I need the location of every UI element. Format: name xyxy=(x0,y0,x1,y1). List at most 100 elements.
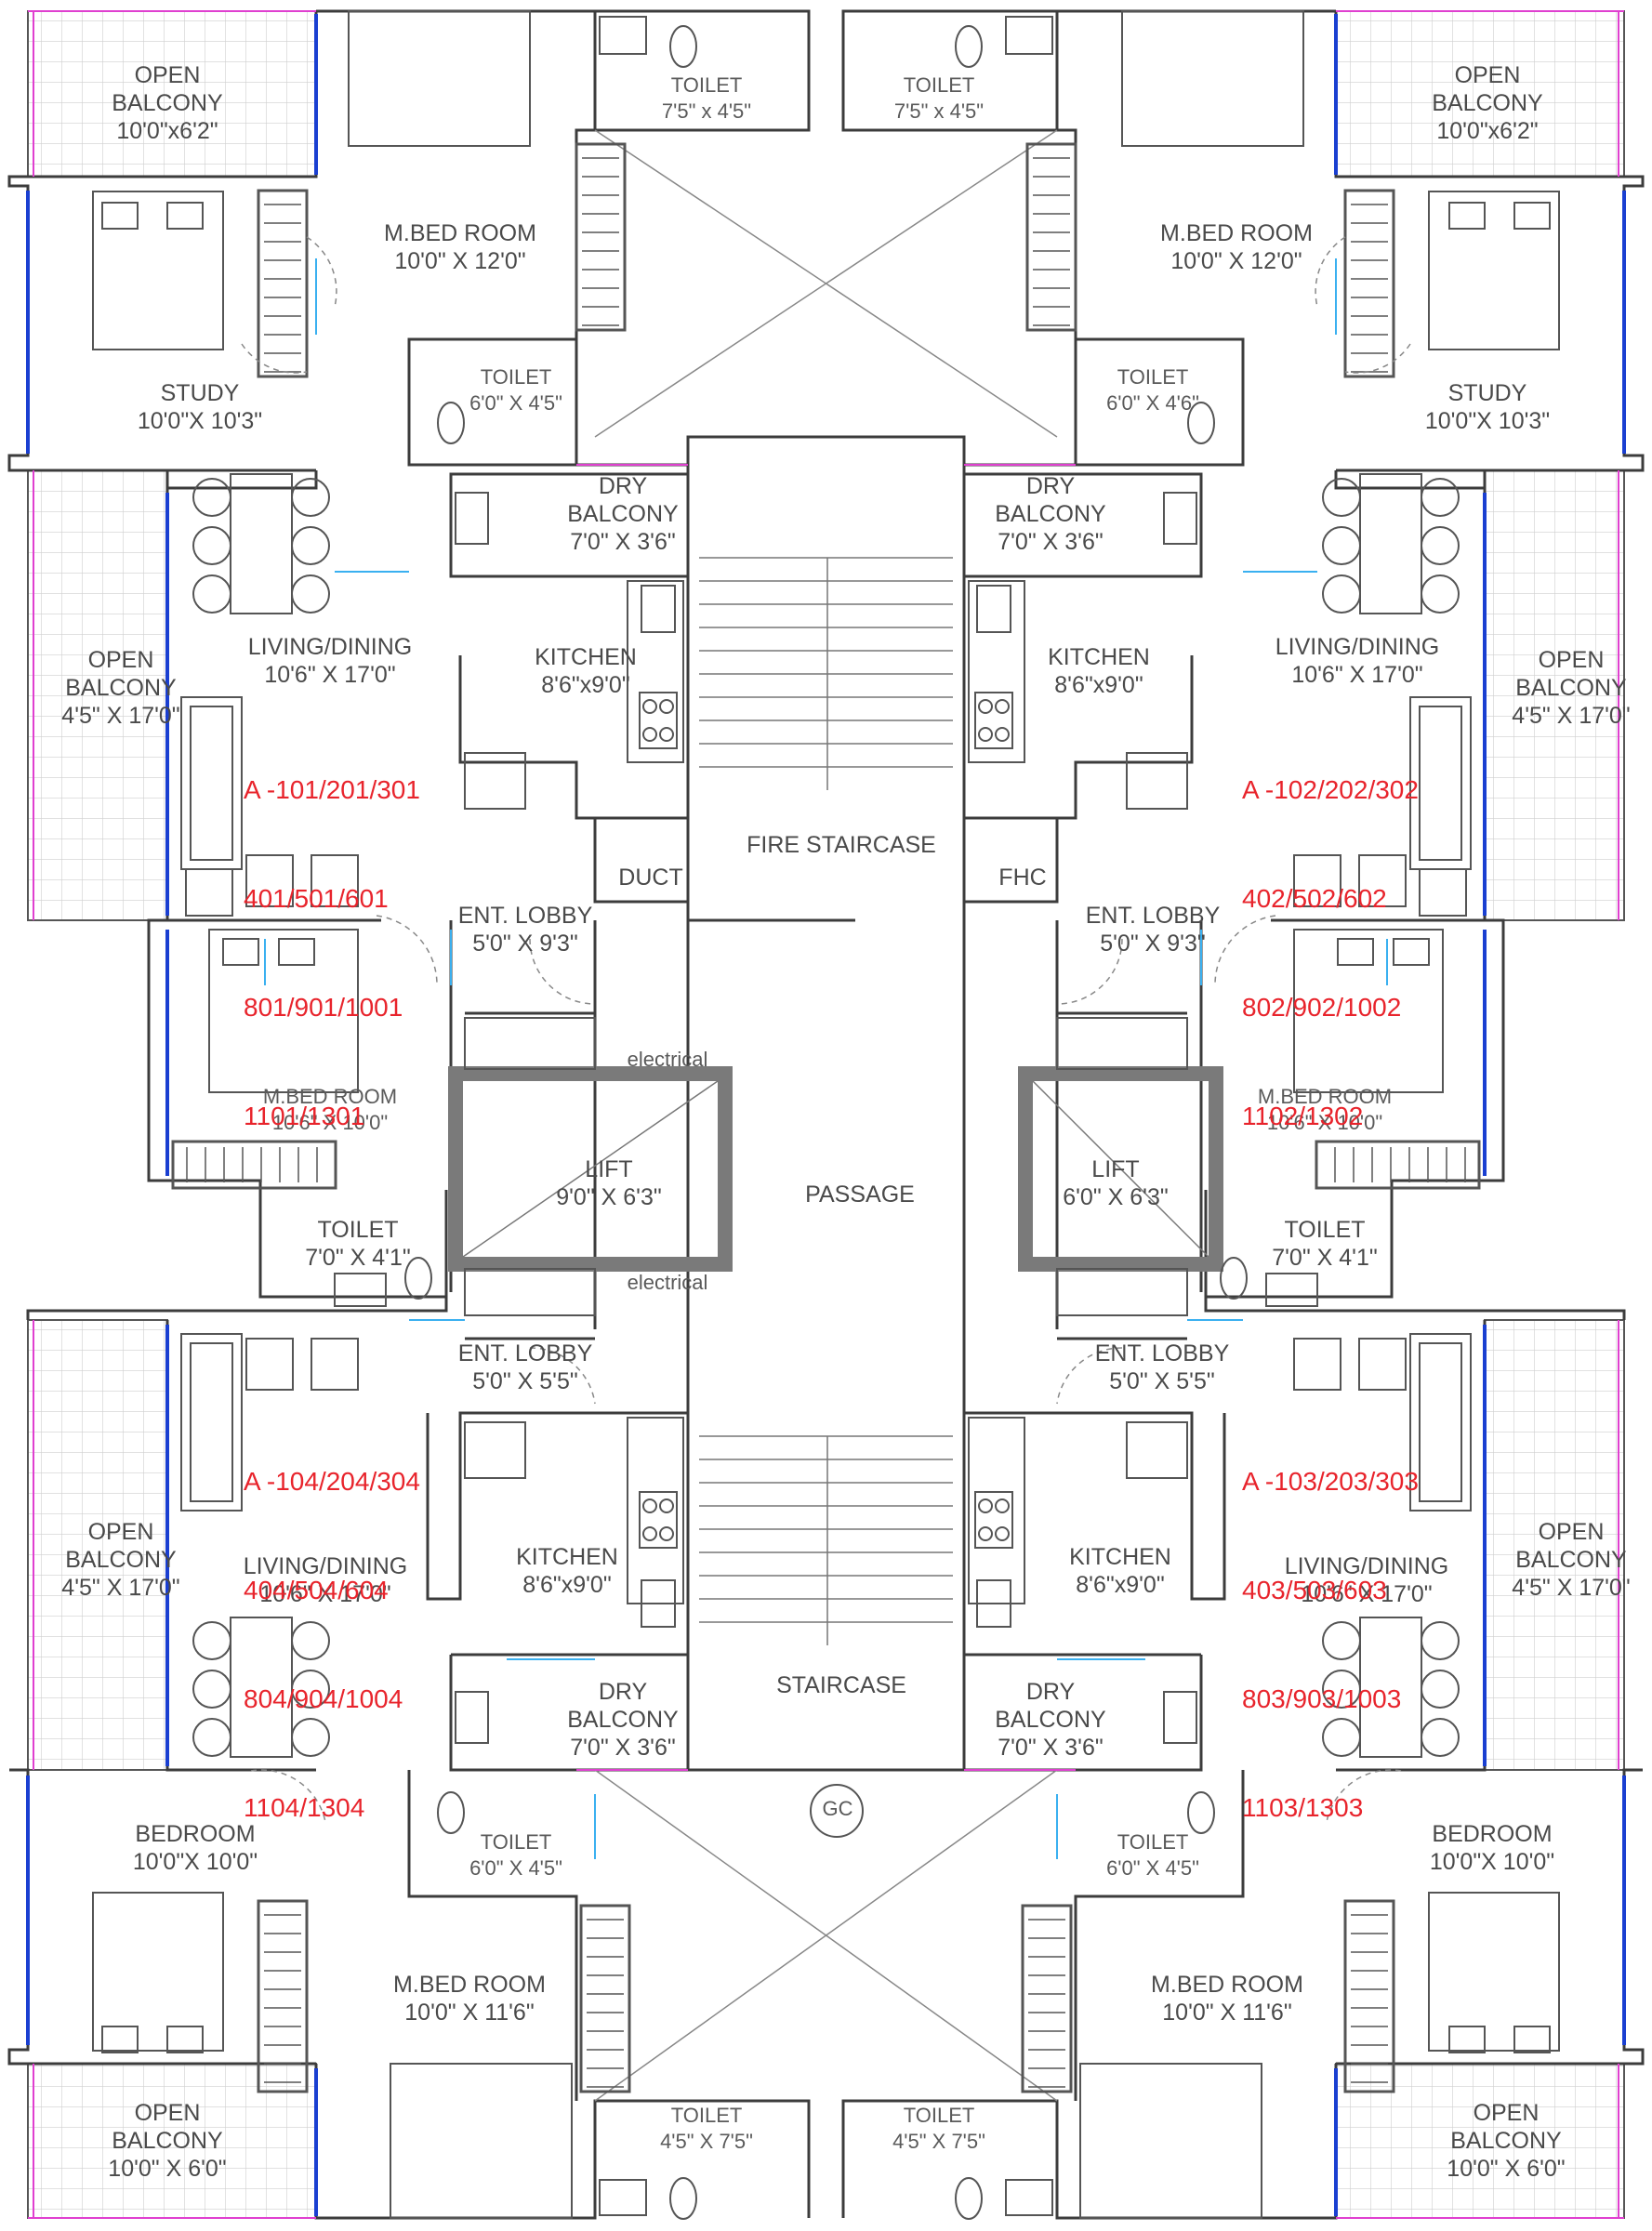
burner xyxy=(978,1498,993,1513)
balcony-tile-floor xyxy=(27,10,317,178)
dining-chair xyxy=(291,1718,330,1757)
kitchen-bottom-right: KITCHEN 8'6"x9'0" xyxy=(1069,1544,1171,1598)
toilet-bowl xyxy=(1187,402,1215,444)
toilet-mid-bottom-left: TOILET 6'0" X 4'5" xyxy=(469,1830,562,1880)
dining-chair xyxy=(1421,1670,1460,1709)
dining-chair xyxy=(192,478,231,517)
kitchen-wall xyxy=(426,1411,688,1601)
bed xyxy=(92,1892,224,2052)
dining-chair xyxy=(1421,574,1460,614)
study-left: STUDY 10'0"X 10'3" xyxy=(137,380,263,434)
door-swing xyxy=(1344,343,1411,374)
door-swing xyxy=(1214,915,1276,986)
open-balcony-top-left: OPEN BALCONY 10'0"x6'2" xyxy=(112,62,223,144)
wardrobe xyxy=(1021,1904,1073,2093)
burner xyxy=(642,1526,657,1541)
unit-line: 404/504/604 xyxy=(244,1576,389,1604)
wardrobe xyxy=(257,1899,309,2093)
dining-chair xyxy=(192,1718,231,1757)
wardrobe xyxy=(579,1904,631,2093)
toilet-wall xyxy=(841,9,1059,132)
dining-chair xyxy=(192,1670,231,1709)
wardrobe xyxy=(1343,1899,1395,2093)
pillow xyxy=(1448,202,1486,230)
staircase: STAIRCASE xyxy=(776,1672,906,1698)
dining-table xyxy=(230,473,293,614)
bed xyxy=(1428,191,1560,350)
armchair xyxy=(1293,1338,1341,1391)
electrical-box xyxy=(1056,1017,1188,1070)
door-swing xyxy=(241,343,308,374)
gc-circle xyxy=(810,1784,864,1838)
study-right: STUDY 10'0"X 10'3" xyxy=(1424,380,1551,434)
toilet-top-left: TOILET 7'5" x 4'5" xyxy=(661,73,752,123)
dining-chair xyxy=(291,526,330,565)
sofa-cushion xyxy=(1419,1342,1462,1502)
pillow xyxy=(278,938,315,966)
toilet-top-right: TOILET 7'5" x 4'5" xyxy=(893,73,985,123)
kitchen-counter xyxy=(627,580,684,763)
dry-balcony-bottom-right: DRY BALCONY 7'0" X 3'6" xyxy=(995,1679,1106,1761)
fridge xyxy=(464,1421,526,1479)
toilet-wall xyxy=(593,9,811,132)
unit-line: 1101/1301 xyxy=(244,1102,365,1130)
kitchen-sink xyxy=(641,585,676,633)
bed xyxy=(1121,10,1304,147)
toilet-bowl xyxy=(669,25,697,68)
wardrobe xyxy=(171,1140,337,1190)
unit-line: 802/902/1002 xyxy=(1242,993,1402,1022)
toilet-mid-left: TOILET 7'0" X 4'1" xyxy=(305,1217,411,1271)
armchair xyxy=(185,868,233,917)
burner xyxy=(659,699,674,714)
bedroom-left: BEDROOM 10'0"X 10'0" xyxy=(132,1821,258,1875)
toilet-wall xyxy=(1074,337,1245,467)
toilet-mid-top-right: TOILET 6'0" X 4'6" xyxy=(1106,365,1199,415)
dining-chair xyxy=(192,1621,231,1660)
dry-balcony-top-left: DRY BALCONY 7'0" X 3'6" xyxy=(567,473,679,555)
unit-line: 803/903/1003 xyxy=(1242,1684,1402,1713)
cooktop xyxy=(974,1491,1013,1549)
cooktop xyxy=(639,692,678,749)
pillow xyxy=(166,202,204,230)
unit-line: 1104/1304 xyxy=(244,1793,365,1822)
unit-line: 1103/1303 xyxy=(1242,1793,1364,1822)
balcony-tile-floor xyxy=(1335,10,1625,178)
wash-basin xyxy=(599,16,647,55)
exterior-wall xyxy=(1485,1309,1626,1320)
dining-chair xyxy=(1322,526,1361,565)
dining-chair xyxy=(291,574,330,614)
toilet-bowl xyxy=(1220,1257,1248,1300)
open-balcony-top-right: OPEN BALCONY 10'0"x6'2" xyxy=(1432,62,1543,144)
kitchen-sink xyxy=(976,585,1011,633)
cooktop xyxy=(974,692,1013,749)
fhc: FHC xyxy=(998,865,1047,891)
dining-chair xyxy=(1322,1670,1361,1709)
pillow xyxy=(166,2026,204,2053)
open-balcony-lower-left: OPEN BALCONY 4'5" X 17'0" xyxy=(61,1519,180,1601)
wash-basin xyxy=(1163,492,1197,545)
burner xyxy=(642,699,657,714)
mbed-mid-left: M.BED ROOM 10'6" X 10'0" xyxy=(262,1085,398,1134)
fridge xyxy=(1126,752,1188,810)
unit-line: 402/502/602 xyxy=(1242,884,1387,913)
duct-shaft xyxy=(962,816,1059,904)
toilet-wall xyxy=(407,337,578,467)
door-swing xyxy=(529,1347,596,1405)
lift-right: LIFT 6'0" X 6'3" xyxy=(1063,1156,1169,1210)
mbed-mid-right: M.BED ROOM 10'6" X 10'0" xyxy=(1257,1085,1393,1134)
sofa xyxy=(1409,1333,1472,1512)
balcony-tile-floor xyxy=(1335,2063,1625,2219)
unit-label-bottom-right: A -103/203/303 403/503/603 803/903/1003 … xyxy=(1242,1391,1419,1862)
wash-basin xyxy=(1005,2179,1053,2216)
pillow xyxy=(1448,2026,1486,2053)
armchair xyxy=(311,1338,359,1391)
unit-line: 804/904/1004 xyxy=(244,1684,403,1713)
open-balcony-bottom-left: OPEN BALCONY 10'0" X 6'0" xyxy=(108,2100,227,2182)
interior-wall xyxy=(1334,470,1485,490)
interior-wall xyxy=(1074,1770,1245,2101)
open-balcony-lower-right: OPEN BALCONY 4'5" X 17'0" xyxy=(1512,1519,1631,1601)
bed xyxy=(1428,1892,1560,2052)
dry-balcony-top-right: DRY BALCONY 7'0" X 3'6" xyxy=(995,473,1106,555)
kitchen-sink xyxy=(641,1579,676,1628)
armchair xyxy=(1293,854,1341,907)
